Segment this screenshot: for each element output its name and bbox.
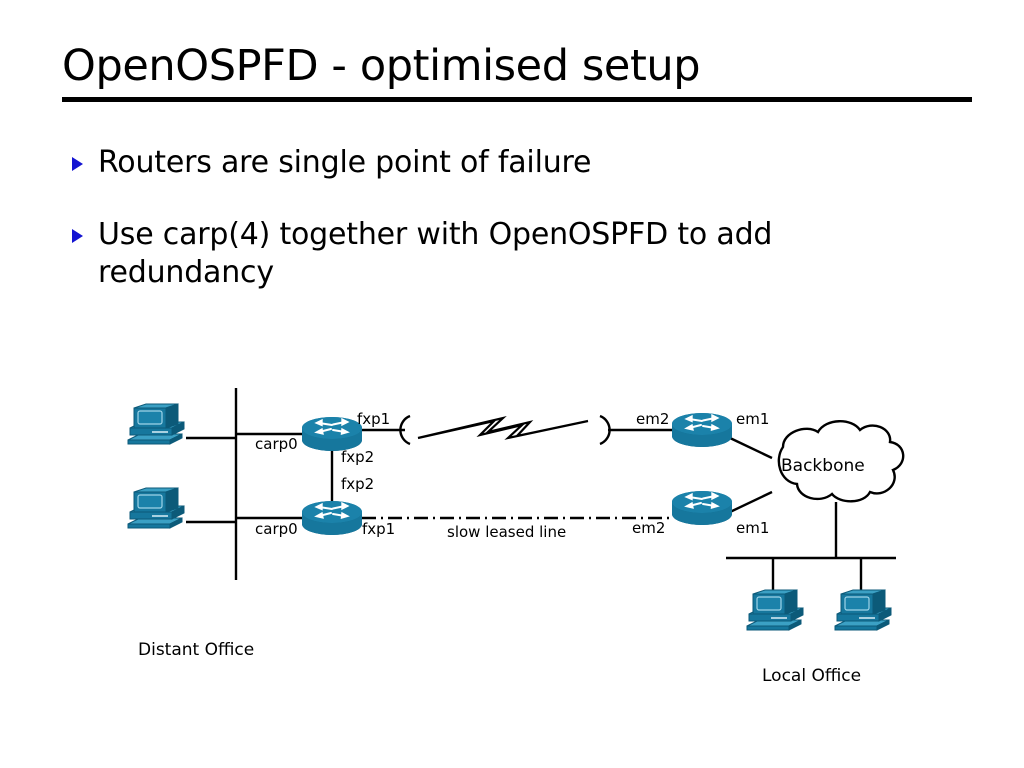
label-router-a-lan: carp0 xyxy=(255,435,298,453)
page-title: OpenOSPFD - optimised setup xyxy=(62,41,701,91)
title-divider xyxy=(62,97,972,102)
label-router-b-sync: fxp2 xyxy=(341,475,374,493)
label-router-d-lan: em1 xyxy=(736,519,769,537)
triangle-bullet-icon xyxy=(72,229,90,243)
list-item: Routers are single point of failure xyxy=(72,144,952,182)
link-routerC-backbone xyxy=(729,436,773,460)
label-distant-office: Distant Office xyxy=(138,640,254,660)
label-router-d-wan: em2 xyxy=(632,519,665,537)
label-router-c-lan: em1 xyxy=(736,410,769,428)
bullet-list: Routers are single point of failure Use … xyxy=(72,144,952,326)
label-router-b-lan: carp0 xyxy=(255,520,298,538)
workstation-local-1 xyxy=(746,589,804,631)
title-block: OpenOSPFD - optimised setup xyxy=(62,40,972,102)
lightning-bolt-icon xyxy=(417,415,589,440)
backbone-cloud xyxy=(777,420,905,503)
router-a xyxy=(301,416,363,452)
label-slow-leased-line: slow leased line xyxy=(447,523,566,541)
router-b xyxy=(301,500,363,536)
bullet-text: Use carp(4) together with OpenOSPFD to a… xyxy=(98,217,773,290)
link-routerD-backbone xyxy=(729,490,773,514)
label-router-a-sync: fxp2 xyxy=(341,448,374,466)
label-router-b-wan: fxp1 xyxy=(362,520,395,538)
label-backbone: Backbone xyxy=(781,456,865,476)
workstation-local-2 xyxy=(834,589,892,631)
router-d xyxy=(671,490,733,526)
label-router-c-wan: em2 xyxy=(636,410,669,428)
label-local-office: Local Office xyxy=(762,666,861,686)
network-diagram: carp0 fxp1 fxp2 fxp2 carp0 fxp1 slow lea… xyxy=(0,352,1024,732)
label-router-a-wan: fxp1 xyxy=(357,410,390,428)
workstation-distant-1 xyxy=(127,403,185,445)
wan-arc-left xyxy=(399,414,411,446)
bullet-text: Routers are single point of failure xyxy=(98,145,592,180)
workstation-distant-2 xyxy=(127,487,185,529)
router-c xyxy=(671,412,733,448)
triangle-bullet-icon xyxy=(72,157,90,171)
list-item: Use carp(4) together with OpenOSPFD to a… xyxy=(72,216,952,292)
